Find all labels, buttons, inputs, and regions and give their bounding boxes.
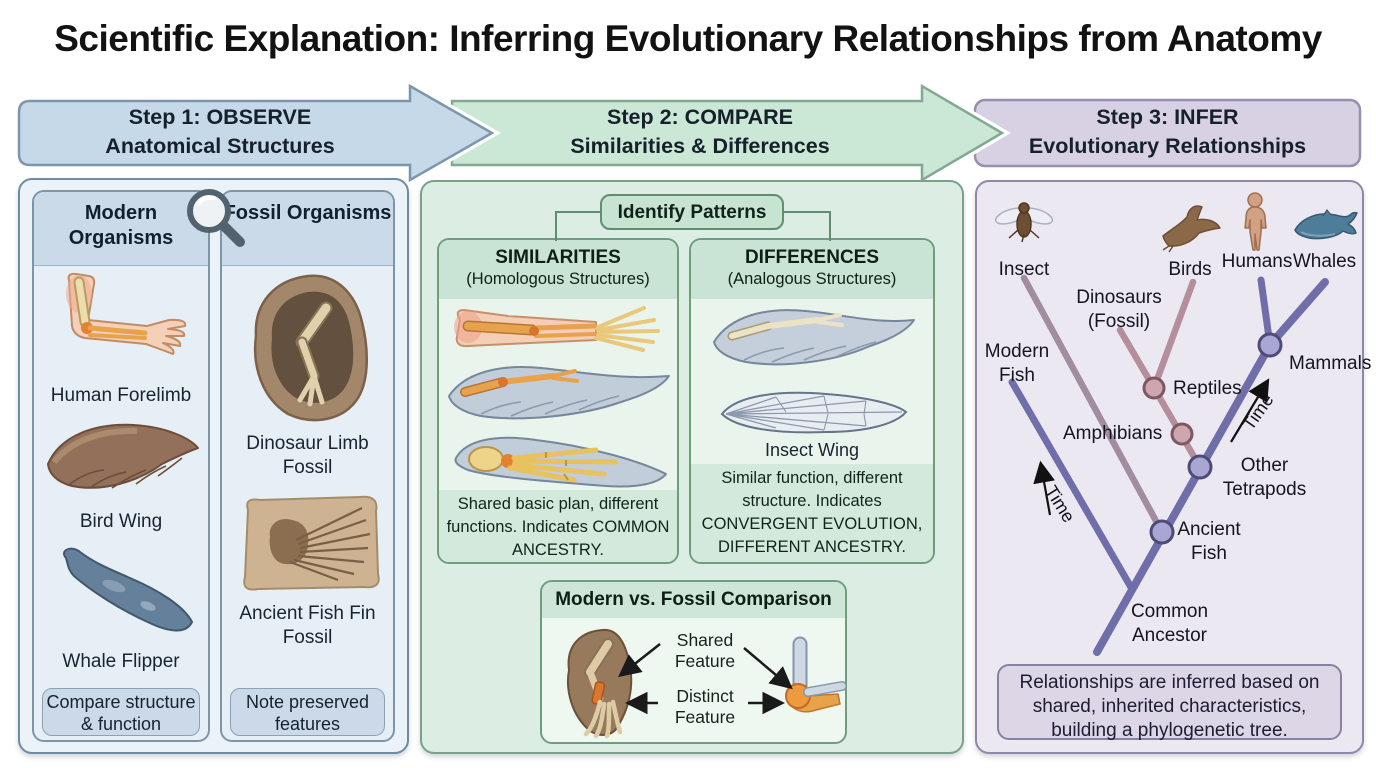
- time-arrow-left: [1033, 460, 1055, 516]
- similarities-caption: Shared basic plan, different functions. …: [439, 490, 677, 562]
- compare-panel: Identify Patterns SIMILARITIES (Homologo…: [420, 180, 964, 754]
- step2-line1: Step 2: COMPARE: [607, 105, 793, 129]
- dinosaur-fossil-illustration: [253, 274, 369, 422]
- fish-fin-fossil-label: Ancient Fish Fin Fossil: [239, 603, 376, 648]
- dinosaurs-label: Dinosaurs (Fossil): [1076, 287, 1162, 332]
- identify-patterns-badge: Identify Patterns: [600, 194, 784, 230]
- mammals-node: [1257, 332, 1283, 358]
- modern-fish-branch-line: [1008, 378, 1136, 593]
- fossil-organisms-header: Fossil Organisms: [222, 192, 393, 266]
- differences-subpanel: DIFFERENCES (Analogous Structures) Insec…: [689, 238, 935, 564]
- similarities-title: SIMILARITIES: [495, 247, 621, 268]
- whale-flipper-label: Whale Flipper: [62, 651, 180, 672]
- similarities-subtitle: (Homologous Structures): [466, 270, 650, 288]
- modern-elbow-illustration: [785, 636, 846, 713]
- bird-wing-illustration: [47, 423, 199, 489]
- phylogenetic-tree-graphic: [994, 192, 1358, 656]
- bird-icon: [1162, 205, 1221, 253]
- human-forelimb-label: Human Forelimb: [50, 385, 192, 406]
- fish-fin-fossil-illustration: [243, 495, 380, 591]
- whale-icon: [1294, 208, 1358, 240]
- magnifier-icon: [187, 189, 245, 247]
- mammals-label: Mammals: [1289, 353, 1372, 374]
- humans-label: Humans: [1221, 251, 1293, 272]
- reptiles-node: [1142, 376, 1166, 400]
- step-arrows-graphic: [14, 78, 1362, 188]
- amphibians-label: Amphibians: [1063, 423, 1163, 444]
- insect-icon: [994, 202, 1054, 243]
- step1-arrow-shape: [17, 83, 495, 183]
- step2-line2: Similarities & Differences: [570, 134, 830, 158]
- modern-organisms-header: Modern Organisms: [34, 192, 208, 266]
- differences-subtitle: (Analogous Structures): [727, 270, 897, 288]
- step3-label: Step 3: INFER Evolutionary Relationships: [985, 103, 1350, 161]
- step1-line1: Step 1: OBSERVE: [128, 105, 312, 129]
- similarities-subpanel: SIMILARITIES (Homologous Structures): [437, 238, 679, 564]
- step2-label: Step 2: COMPARE Similarities & Differenc…: [500, 103, 900, 161]
- bird-wing-label: Bird Wing: [79, 511, 163, 532]
- badge-connector-left: [555, 211, 602, 241]
- birds-label: Birds: [1168, 259, 1212, 280]
- step1-label: Step 1: OBSERVE Anatomical Structures: [40, 103, 400, 161]
- amphibians-node: [1170, 422, 1194, 446]
- fossil-comparison-title: Modern vs. Fossil Comparison: [542, 582, 845, 618]
- other-tetrapods-node: [1187, 454, 1213, 480]
- distinct-feature-label: Distinct Feature: [674, 686, 736, 727]
- insect-branch-line: [1020, 274, 1166, 536]
- step1-line2: Anatomical Structures: [105, 134, 335, 158]
- fossil-comparison-box: Modern vs. Fossil Comparison Shared Feat…: [540, 580, 847, 744]
- homologous-arm-illustration: [454, 306, 660, 352]
- insect-wing-label: Insect Wing: [764, 440, 860, 460]
- human-icon: [1244, 192, 1267, 251]
- page-title: Scientific Explanation: Inferring Evolut…: [54, 18, 1322, 59]
- step3-line2: Evolutionary Relationships: [1028, 134, 1307, 158]
- modern-fish-label: Modern Fish: [984, 341, 1050, 386]
- differences-title: DIFFERENCES: [744, 247, 880, 268]
- fossil-claw-illustration: [567, 628, 633, 739]
- step2-arrow-shape: [450, 83, 1005, 183]
- human-forelimb-illustration: [66, 272, 187, 355]
- differences-caption: Similar function, different structure. I…: [691, 464, 933, 562]
- insect-wing-illustration: [720, 391, 908, 434]
- badge-connector-right: [784, 211, 831, 241]
- ancient-fish-node: [1149, 519, 1175, 545]
- shared-feature-label: Shared Feature: [674, 630, 736, 671]
- insect-label: Insect: [998, 259, 1050, 280]
- infer-panel: Insect Birds Humans Whales Dinosaurs (Fo…: [975, 180, 1371, 754]
- observe-panel: Modern Organisms Human Forelimb Bird Win…: [18, 178, 409, 754]
- reptiles-label: Reptiles: [1173, 378, 1242, 399]
- common-ancestor-label: Common Ancestor: [1130, 601, 1209, 646]
- ancient-fish-label: Ancient Fish: [1177, 519, 1241, 564]
- modern-column-footer: Compare structure & function: [42, 688, 200, 736]
- dinosaur-fossil-label: Dinosaur Limb Fossil: [246, 433, 369, 478]
- analogous-bird-wing-illustration: [713, 309, 915, 366]
- homologous-flipper-illustration: [454, 436, 667, 488]
- differences-header: DIFFERENCES (Analogous Structures): [691, 240, 933, 299]
- homologous-bird-wing-illustration: [448, 366, 670, 420]
- comparison-arrows: [618, 643, 793, 715]
- time-arrow-right: [1230, 378, 1270, 443]
- birds-branch-line: [1150, 278, 1197, 392]
- infer-caption: Relationships are inferred based on shar…: [997, 664, 1342, 741]
- whale-flipper-illustration: [63, 547, 193, 632]
- other-tetrapods-label: Other Tetrapods: [1222, 455, 1307, 500]
- whales-label: Whales: [1292, 251, 1357, 272]
- fossil-column-footer: Note preserved features: [230, 688, 385, 736]
- fossil-organisms-column: Fossil Organisms Dinosaur Limb Fossil An…: [220, 190, 395, 742]
- similarities-header: SIMILARITIES (Homologous Structures): [439, 240, 677, 299]
- step3-line1: Step 3: INFER: [1096, 105, 1239, 129]
- modern-organisms-column: Modern Organisms Human Forelimb Bird Win…: [32, 190, 210, 742]
